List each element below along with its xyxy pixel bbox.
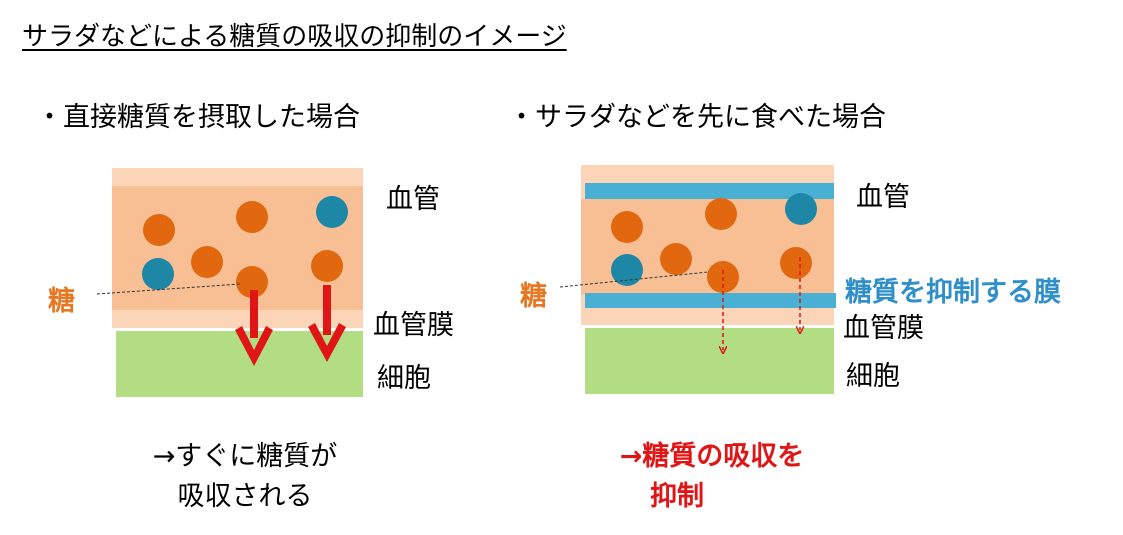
left-vessel-diagram	[96, 168, 363, 397]
right-sugar-label: 糖	[520, 281, 547, 312]
left-glucose-particle	[311, 250, 343, 282]
right-panel-heading: ・サラダなどを先に食べた場合	[508, 102, 886, 133]
left-conclusion-line1: →すぐに糖質が	[152, 441, 338, 472]
left-glucose-particle	[191, 246, 223, 278]
right-glucose-particle	[660, 243, 692, 275]
left-conclusion: →すぐに糖質が 吸収される	[125, 437, 365, 517]
right-conclusion-line1: →糖質の吸収を	[619, 441, 805, 472]
left-cell-label: 細胞	[377, 363, 431, 394]
right-cell-layer	[585, 328, 834, 394]
left-vessel-label: 血管	[386, 184, 440, 215]
left-glucose-particle	[143, 214, 175, 246]
left-sugar-leader-line	[96, 283, 241, 295]
right-glucose-particle	[705, 198, 737, 230]
diagram-title: サラダなどによる糖質の吸収の抑制のイメージ	[22, 22, 567, 52]
right-vessel-label: 血管	[856, 182, 910, 213]
right-glucose-particle	[780, 247, 812, 279]
left-blue-particle	[142, 258, 174, 290]
left-glucose-particle	[236, 201, 268, 233]
left-glucose-particle	[236, 266, 268, 298]
left-blue-particle	[316, 196, 348, 228]
left-vessel-membrane-label: 血管膜	[373, 310, 454, 341]
right-vessel-diagram	[559, 165, 836, 394]
right-glucose-particle	[611, 211, 643, 243]
right-conclusion-line2: 抑制	[650, 481, 704, 512]
left-cell-layer	[116, 331, 363, 397]
right-conclusion: →糖質の吸収を 抑制	[592, 437, 832, 517]
left-panel-heading: ・直接糖質を摂取した場合	[36, 102, 360, 133]
left-absorption-arrow	[235, 290, 273, 366]
right-blue-particle	[785, 193, 817, 225]
right-cell-label: 細胞	[846, 361, 900, 392]
left-conclusion-line2: 吸収される	[177, 481, 313, 512]
right-suppress-membrane-label: 糖質を抑制する膜	[845, 277, 1061, 308]
left-sugar-label: 糖	[48, 286, 75, 317]
left-absorption-arrow	[308, 285, 346, 362]
right-suppress-membrane-bottom	[585, 293, 836, 308]
right-blue-particle	[611, 254, 643, 286]
right-suppress-membrane-top	[585, 183, 834, 199]
right-vessel-membrane-label: 血管膜	[843, 313, 924, 344]
